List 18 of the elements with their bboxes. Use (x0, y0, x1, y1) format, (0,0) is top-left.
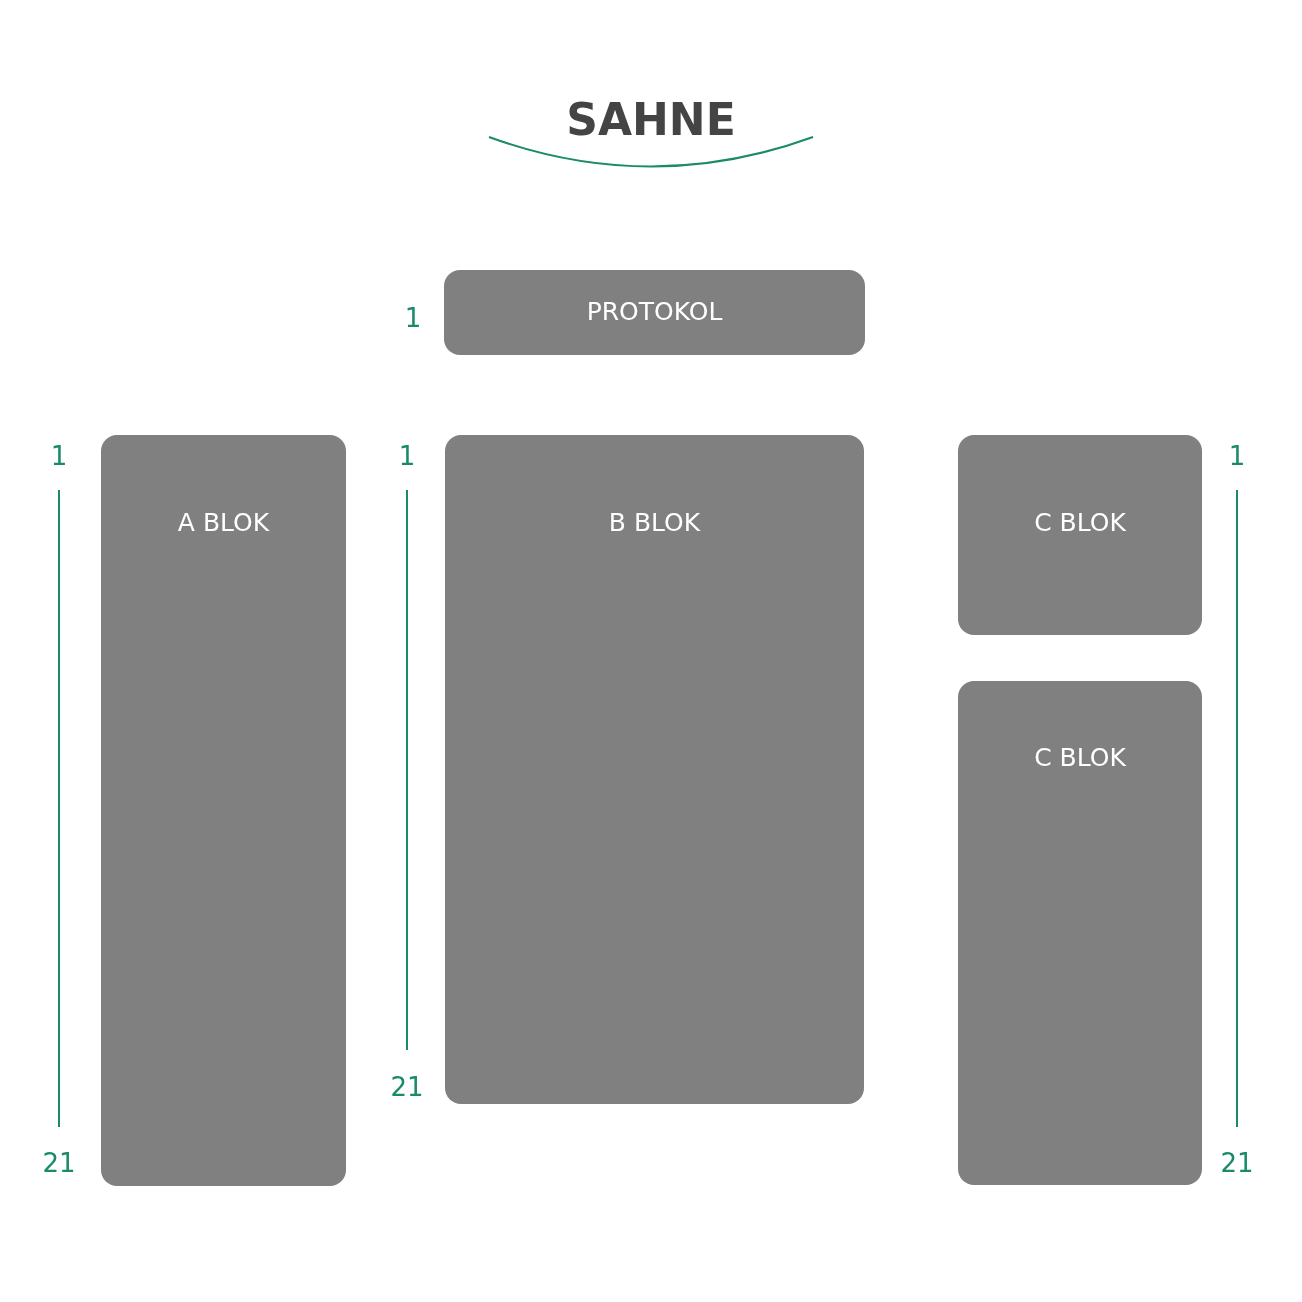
block-label: PROTOKOL (585, 297, 724, 326)
seating-block (958, 435, 1202, 635)
row-number: 1 (404, 303, 422, 333)
row-number: 1 (50, 441, 68, 471)
block-label: C BLOK (1033, 743, 1127, 772)
row-number: 21 (390, 1072, 424, 1102)
seating-block (444, 270, 865, 355)
row-number: 1 (398, 441, 416, 471)
block-label: C BLOK (1033, 508, 1127, 537)
seating-block (958, 681, 1202, 1185)
row-number: 1 (1228, 441, 1246, 471)
block-label: B BLOK (607, 508, 702, 537)
row-number: 21 (42, 1148, 76, 1178)
stage-label: SAHNE (565, 94, 737, 145)
row-number: 21 (1220, 1148, 1254, 1178)
seating-block (101, 435, 346, 1186)
block-label: A BLOK (176, 508, 271, 537)
seating-block (445, 435, 864, 1104)
